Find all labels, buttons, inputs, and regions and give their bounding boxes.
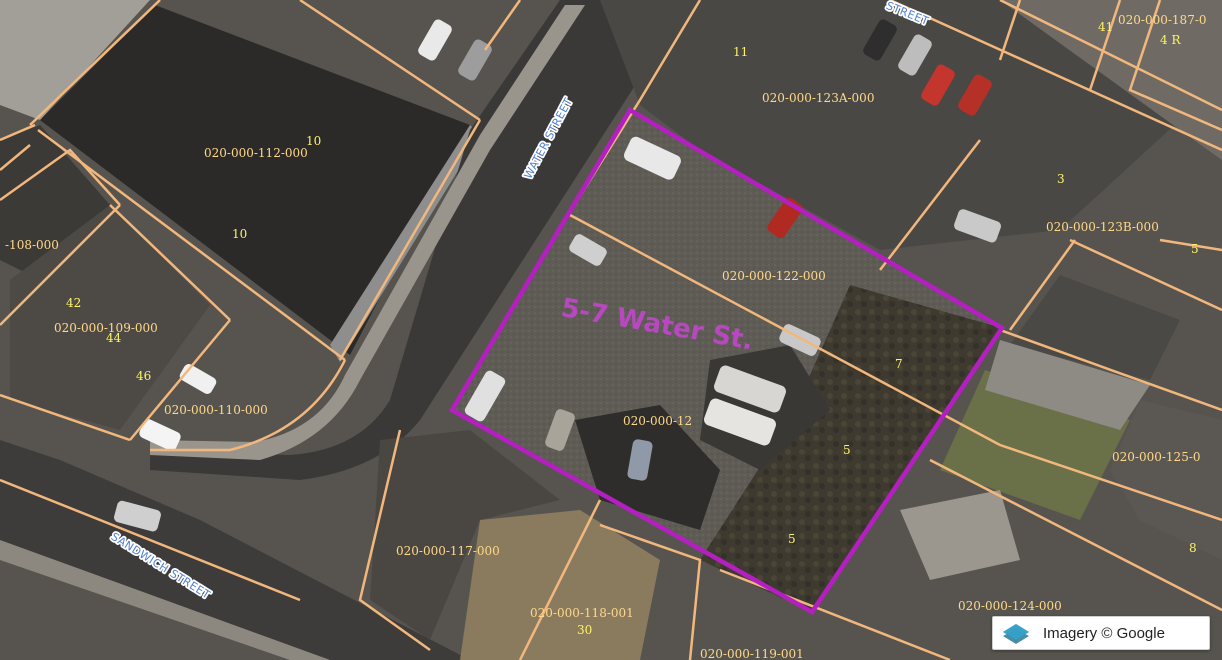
- parcel-label: 020-000-119-001: [700, 647, 804, 660]
- building-right-1: [1010, 275, 1180, 380]
- lot-bottom: [370, 430, 560, 640]
- imagery-attribution[interactable]: Imagery © Google: [992, 616, 1210, 650]
- lot-number: 46: [136, 369, 151, 383]
- attribution-text: Imagery © Google: [1043, 624, 1165, 642]
- parcel-label: 020-000-117-000: [396, 544, 500, 558]
- parcel-label: 020-000-122-000: [722, 269, 826, 283]
- building-top-left: [0, 0, 150, 120]
- lot-number: 5: [1191, 242, 1199, 256]
- sidewalk-curb: [150, 5, 585, 460]
- parcel-label: 020-000-112-000: [204, 146, 308, 160]
- parcel-label: -108-000: [5, 238, 59, 252]
- parcel-label: 020-000-110-000: [164, 403, 268, 417]
- parcel-label: 020-000-109-000: [54, 321, 158, 335]
- lot-number: 4 R: [1160, 33, 1181, 47]
- sandwich-street-road: [0, 440, 470, 660]
- vehicles: [114, 19, 1002, 532]
- lot-number: 42: [66, 296, 81, 310]
- parcel-label: 020-000-187-0: [1118, 13, 1207, 27]
- lot-number: 11: [733, 45, 748, 59]
- sandwich-street-sidewalk: [0, 540, 330, 660]
- lot-number: 44: [106, 331, 122, 345]
- parcel-label: 020-000-124-000: [958, 599, 1062, 613]
- parking-top: [600, 0, 1180, 250]
- lot-number: 41: [1098, 20, 1113, 34]
- parcel-label: 020-000-125-0: [1112, 450, 1201, 464]
- building-right-3: [1110, 400, 1222, 560]
- parcel-label: 020-000-123B-000: [1046, 220, 1159, 234]
- parcel-label: 020-000-12: [623, 414, 692, 428]
- water-street-road: [150, 0, 690, 480]
- lot-number: 5: [843, 443, 851, 457]
- parcel-label: 020-000-123A-000: [762, 91, 874, 105]
- lot-number: 8: [1189, 541, 1197, 555]
- lot-number: 10: [306, 134, 321, 148]
- parcel-label: 020-000-118-001: [530, 606, 634, 620]
- building-bottom-mid: [460, 510, 660, 660]
- lot-number: 7: [895, 357, 903, 371]
- parking-left: [10, 205, 210, 430]
- building-roof-112: [40, 5, 470, 355]
- lot-number: 5: [788, 532, 796, 546]
- building-right-2: [985, 340, 1150, 430]
- lot-number: 10: [232, 227, 247, 241]
- houses-top-right: [1000, 0, 1222, 160]
- building-left-block: [0, 125, 110, 280]
- site-boundary[interactable]: [448, 106, 1006, 615]
- building-bottom-right: [900, 490, 1020, 580]
- lot-number: 30: [577, 623, 592, 637]
- site-wooded-area: [700, 285, 1002, 612]
- imagery-layers-icon: [1001, 620, 1031, 646]
- lot-number: 3: [1057, 172, 1065, 186]
